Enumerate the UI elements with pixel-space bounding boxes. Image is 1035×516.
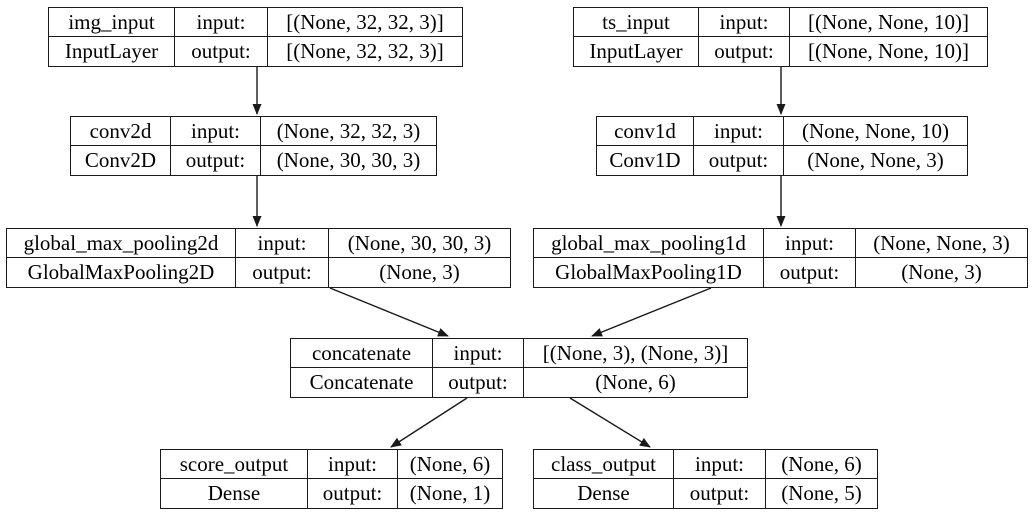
edge-concatenate-to-score_output xyxy=(390,397,468,448)
output-shape: (None, 3) xyxy=(901,260,982,284)
output-shape: (None, 1) xyxy=(409,481,491,505)
layer-name: class_output xyxy=(534,450,674,479)
input-shape: (None, 6) xyxy=(398,450,502,479)
input-shape: [(None, None, 10)] xyxy=(790,8,987,37)
output-label: output: xyxy=(236,258,329,287)
output-label: output: xyxy=(175,37,268,66)
output-label: output: xyxy=(674,479,766,508)
output-label: output: xyxy=(433,368,524,397)
layer-node-class_output: class_output input: (None, 6) Dense outp… xyxy=(533,449,878,509)
layer-node-concatenate: concatenate input: [(None, 3), (None, 3)… xyxy=(290,338,748,398)
input-label: input: xyxy=(236,229,329,258)
input-label: input: xyxy=(171,117,261,146)
layer-name: conv2d xyxy=(71,117,171,146)
layer-class: GlobalMaxPooling1D xyxy=(534,258,764,287)
layer-node-ts_input: ts_input input: [(None, None, 10)] Input… xyxy=(573,7,988,67)
output-label: output: xyxy=(694,146,784,175)
layer-name: score_output xyxy=(161,450,308,479)
input-label: input: xyxy=(674,450,766,479)
output-label: output: xyxy=(699,37,790,66)
input-label: input: xyxy=(175,8,268,37)
layer-node-conv1d: conv1d input: (None, None, 10) Conv1D ou… xyxy=(596,116,968,176)
input-label: input: xyxy=(764,229,856,258)
layer-name: concatenate xyxy=(291,339,433,368)
input-label: input: xyxy=(699,8,790,37)
layer-name: img_input xyxy=(49,8,175,37)
layer-name: global_max_pooling1d xyxy=(534,229,764,258)
layer-class: Conv2D xyxy=(71,146,171,175)
input-shape: (None, None, 3) xyxy=(856,229,1027,258)
layer-node-global_max_pooling2d: global_max_pooling2d input: (None, 30, 3… xyxy=(6,228,511,288)
layer-class: Dense xyxy=(161,479,308,508)
output-shape: (None, None, 3) xyxy=(807,148,944,172)
edge-global_max_pooling2d-to-concatenate xyxy=(329,287,449,337)
input-shape: (None, 30, 30, 3) xyxy=(329,229,510,258)
input-label: input: xyxy=(433,339,524,368)
output-shape: (None, 30, 30, 3) xyxy=(276,148,421,172)
layer-class: Dense xyxy=(534,479,674,508)
layer-node-img_input: img_input input: [(None, 32, 32, 3)] Inp… xyxy=(48,7,463,67)
input-shape: (None, 32, 32, 3) xyxy=(261,117,436,146)
output-shape: (None, 6) xyxy=(595,370,676,394)
layer-class: InputLayer xyxy=(574,37,699,66)
input-label: input: xyxy=(308,450,398,479)
input-shape: [(None, 32, 32, 3)] xyxy=(268,8,462,37)
output-shape: (None, 3) xyxy=(379,260,460,284)
output-label: output: xyxy=(171,146,261,175)
layer-name: ts_input xyxy=(574,8,699,37)
output-shape: [(None, None, 10)] xyxy=(808,39,969,63)
layer-class: InputLayer xyxy=(49,37,175,66)
input-shape: (None, 6) xyxy=(766,450,877,479)
layer-class: Conv1D xyxy=(597,146,694,175)
output-shape: [(None, 32, 32, 3)] xyxy=(286,39,444,63)
layer-node-conv2d: conv2d input: (None, 32, 32, 3) Conv2D o… xyxy=(70,116,437,176)
layer-name: conv1d xyxy=(597,117,694,146)
input-shape: (None, None, 10) xyxy=(784,117,967,146)
output-shape: (None, 5) xyxy=(781,481,862,505)
layer-class: GlobalMaxPooling2D xyxy=(7,258,236,287)
layer-node-global_max_pooling1d: global_max_pooling1d input: (None, None,… xyxy=(533,228,1028,288)
edge-concatenate-to-class_output xyxy=(569,397,651,448)
output-label: output: xyxy=(764,258,856,287)
layer-name: global_max_pooling2d xyxy=(7,229,236,258)
input-shape: [(None, 3), (None, 3)] xyxy=(524,339,747,368)
edge-global_max_pooling1d-to-concatenate xyxy=(591,287,712,337)
layer-node-score_output: score_output input: (None, 6) Dense outp… xyxy=(160,449,503,509)
input-label: input: xyxy=(694,117,784,146)
output-label: output: xyxy=(308,479,398,508)
layer-class: Concatenate xyxy=(291,368,433,397)
